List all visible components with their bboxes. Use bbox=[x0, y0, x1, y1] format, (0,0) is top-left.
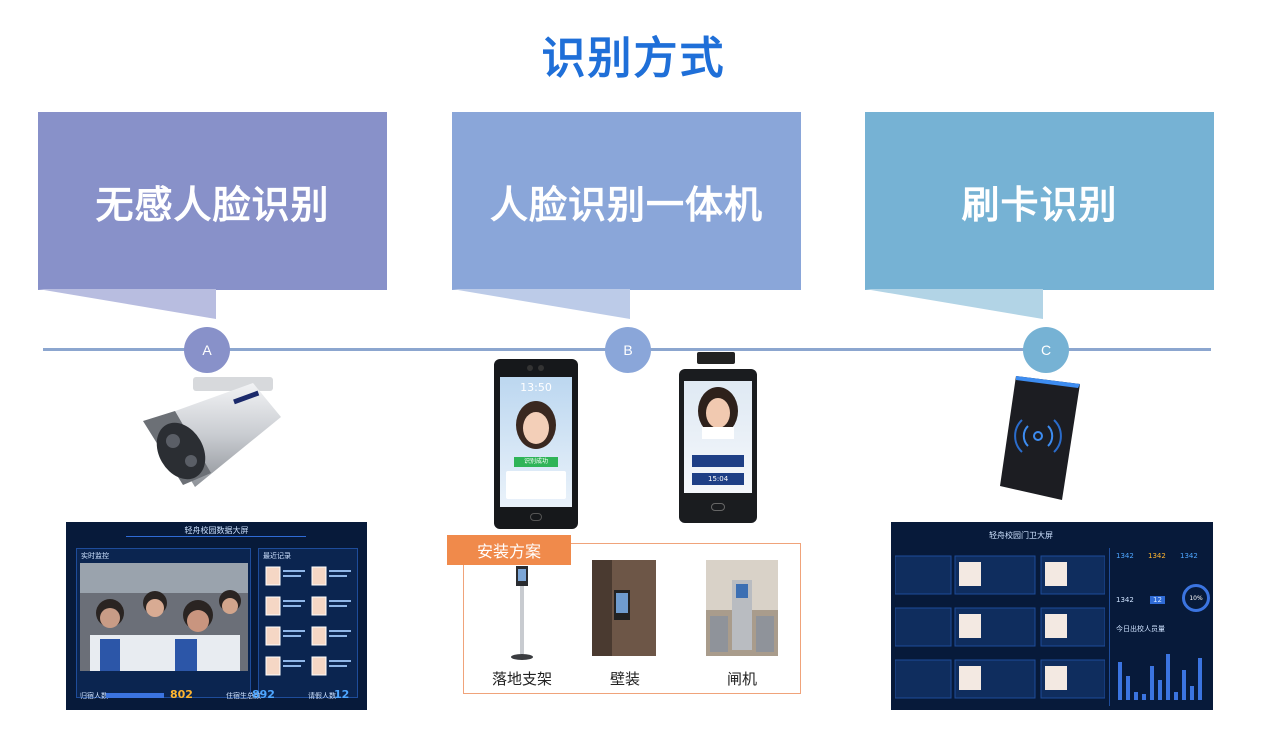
method-label-a: 无感人脸识别 bbox=[95, 182, 330, 227]
chart-title: 今日出校人员量 bbox=[1116, 625, 1165, 633]
terminal-screen: 13:50 识别成功 bbox=[500, 377, 572, 507]
wall-mount-image bbox=[592, 560, 656, 656]
install-option-wall: 壁装 bbox=[609, 670, 640, 688]
stat-label-1: 归宿人数 bbox=[80, 692, 108, 700]
bullet-camera-image bbox=[143, 377, 281, 487]
method-card-c: 刷卡识别 bbox=[865, 112, 1214, 290]
card-wedge-a bbox=[38, 289, 216, 319]
nfc-icon bbox=[530, 513, 542, 521]
records-panel: 最近记录 bbox=[258, 548, 358, 698]
stat-progress bbox=[106, 693, 164, 698]
camera-lens bbox=[538, 365, 544, 371]
guard-face-grid-image bbox=[895, 555, 1105, 699]
exit-bar-chart bbox=[1118, 654, 1202, 700]
records-panel-title: 最近记录 bbox=[263, 552, 291, 560]
install-option-gate: 闸机 bbox=[726, 670, 757, 688]
terminal-time-2: 15:04 bbox=[692, 473, 744, 485]
face-portrait-image bbox=[698, 387, 738, 439]
floor-stand-image bbox=[511, 566, 533, 660]
installation-tag: 安装方案 bbox=[447, 535, 571, 565]
turnstile-image bbox=[706, 560, 778, 656]
card-wedge-b bbox=[452, 289, 630, 319]
terminal-screen-2: 15:04 bbox=[684, 381, 752, 493]
camera-lens bbox=[527, 365, 533, 371]
stats-bar: 归宿人数 802 住宿生总数 892 请假人数 12 bbox=[76, 687, 358, 705]
dashboard-c-side: 1342 1342 1342 1342 12 10% 今日出校人员量 bbox=[1109, 548, 1210, 706]
kpi-2: 1342 bbox=[1148, 552, 1166, 560]
terminal-info-bar bbox=[692, 455, 744, 467]
terminal-camera-top bbox=[697, 352, 735, 364]
face-records-image bbox=[265, 566, 351, 676]
face-grid bbox=[264, 563, 354, 697]
kpi-1: 1342 bbox=[1116, 552, 1134, 560]
node-a: A bbox=[184, 327, 230, 373]
gauge: 10% bbox=[1182, 584, 1210, 612]
dashboard-c: 轻舟校园门卫大屏 1342 1342 1342 1342 12 10% 今日出校… bbox=[891, 522, 1213, 710]
face-terminal-2: 15:04 bbox=[679, 369, 757, 523]
dashboard-a-header: 轻舟校园数据大屏 bbox=[184, 526, 249, 535]
id-card bbox=[506, 471, 566, 499]
dashboard-c-header: 轻舟校园门卫大屏 bbox=[989, 531, 1053, 540]
card-reader-image bbox=[1000, 376, 1080, 500]
monitor-panel-title: 实时监控 bbox=[81, 552, 109, 560]
method-card-b: 人脸识别一体机 bbox=[452, 112, 801, 290]
stat-label-3: 请假人数 bbox=[308, 692, 336, 700]
kpi2-2: 12 bbox=[1150, 596, 1165, 604]
node-b: B bbox=[605, 327, 651, 373]
monitor-panel: 实时监控 bbox=[76, 548, 251, 698]
method-label-c: 刷卡识别 bbox=[961, 182, 1118, 227]
stat-value-3: 12 bbox=[334, 688, 350, 701]
install-option-floor: 落地支架 bbox=[491, 670, 552, 688]
recognition-status: 识别成功 bbox=[514, 457, 558, 467]
node-c: C bbox=[1023, 327, 1069, 373]
method-label-b: 人脸识别一体机 bbox=[489, 182, 763, 227]
face-terminal-1: 13:50 识别成功 bbox=[494, 359, 578, 529]
header-line bbox=[126, 536, 306, 537]
stat-value-2: 892 bbox=[252, 688, 275, 701]
dashboard-a: 轻舟校园数据大屏 实时监控 最近记录 bbox=[66, 522, 367, 710]
gauge-value: 10% bbox=[1189, 594, 1203, 602]
kpi-3: 1342 bbox=[1180, 552, 1198, 560]
terminal-time: 13:50 bbox=[520, 381, 552, 394]
stat-value-1: 802 bbox=[170, 688, 193, 701]
kpi2-1: 1342 bbox=[1116, 596, 1134, 604]
face-portrait-image bbox=[516, 401, 556, 449]
card-wedge-c bbox=[865, 289, 1043, 319]
page-title: 识别方式 bbox=[541, 33, 726, 84]
stat-label-2: 住宿生总数 bbox=[226, 692, 261, 700]
crowd-video-image bbox=[80, 563, 248, 671]
method-card-a: 无感人脸识别 bbox=[38, 112, 387, 290]
nfc-icon bbox=[711, 503, 725, 511]
